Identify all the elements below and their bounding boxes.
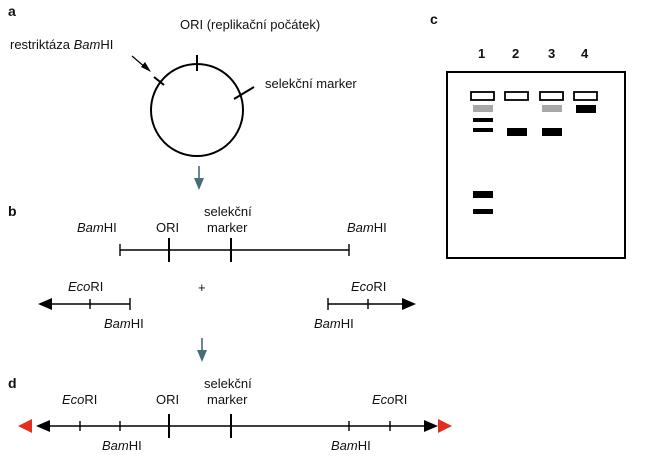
restriction-enzyme-label: restriktáza BamHI xyxy=(10,37,113,52)
well-lane-3 xyxy=(539,91,564,101)
right-insert-fragment xyxy=(327,298,416,310)
selection-marker-label: selekční marker xyxy=(265,76,357,91)
band-lane1-d xyxy=(473,209,493,214)
bamhi-site-tick xyxy=(153,76,165,86)
plasmid-circle xyxy=(150,63,244,157)
band-lane2 xyxy=(507,128,527,136)
band-lane3-gray xyxy=(542,105,562,112)
band-lane1-gray xyxy=(473,105,493,112)
red-arrowhead-left xyxy=(18,419,32,433)
ori-replication-label: ORI (replikační počátek) xyxy=(180,17,320,32)
band-lane1-b xyxy=(473,128,493,132)
lane-label-1: 1 xyxy=(478,46,485,61)
panel-c-letter: c xyxy=(430,11,438,27)
marker-label-d-line1: selekční xyxy=(204,376,252,391)
marker-tick xyxy=(233,86,255,100)
gel-bands xyxy=(473,105,596,214)
ori-label-b: ORI xyxy=(156,220,179,235)
marker-label-b-line1: selekční xyxy=(204,204,252,219)
bamhi-label-left: BamHI xyxy=(77,220,117,235)
bamhi-label-left-d: BamHI xyxy=(102,438,142,453)
well-lane-1 xyxy=(470,91,495,101)
marker-label-d-line2: marker xyxy=(207,392,248,407)
ecori-label-right-d: EcoRI xyxy=(372,392,407,407)
bamhi-label-right-fragment: BamHI xyxy=(314,316,354,331)
recombinant-construct xyxy=(18,414,452,438)
lane-label-4: 4 xyxy=(581,46,589,61)
ori-label-d: ORI xyxy=(156,392,179,407)
ecori-label-left-b: EcoRI xyxy=(68,279,103,294)
lane-label-2: 2 xyxy=(512,46,519,61)
bamhi-label-left-fragment: BamHI xyxy=(104,316,144,331)
lane-label-3: 3 xyxy=(548,46,555,61)
red-arrowhead-right xyxy=(438,419,452,433)
gel-frame xyxy=(446,71,626,259)
panel-a-letter: a xyxy=(8,3,16,19)
bamhi-label-right-d: BamHI xyxy=(331,438,371,453)
restriction-pointer-arrow xyxy=(131,55,151,72)
band-lane3 xyxy=(542,128,562,136)
panel-b-letter: b xyxy=(8,203,17,219)
plus-sign: + xyxy=(198,280,206,295)
bamhi-label-right: BamHI xyxy=(347,220,387,235)
band-lane1-c xyxy=(473,191,493,198)
panel-d-letter: d xyxy=(8,375,17,391)
band-lane1-a xyxy=(473,118,493,122)
ecori-label-left-d: EcoRI xyxy=(62,392,97,407)
flow-arrow-a-to-b xyxy=(194,166,204,190)
well-lane-4 xyxy=(573,91,598,101)
ecori-label-right-b: EcoRI xyxy=(351,279,386,294)
flow-arrow-b-to-d xyxy=(197,338,207,362)
well-lane-2 xyxy=(504,91,529,101)
band-lane4 xyxy=(576,105,596,113)
gel-wells xyxy=(470,91,598,101)
linearized-plasmid xyxy=(119,238,350,262)
left-insert-fragment xyxy=(38,298,131,310)
marker-label-b-line2: marker xyxy=(207,220,248,235)
